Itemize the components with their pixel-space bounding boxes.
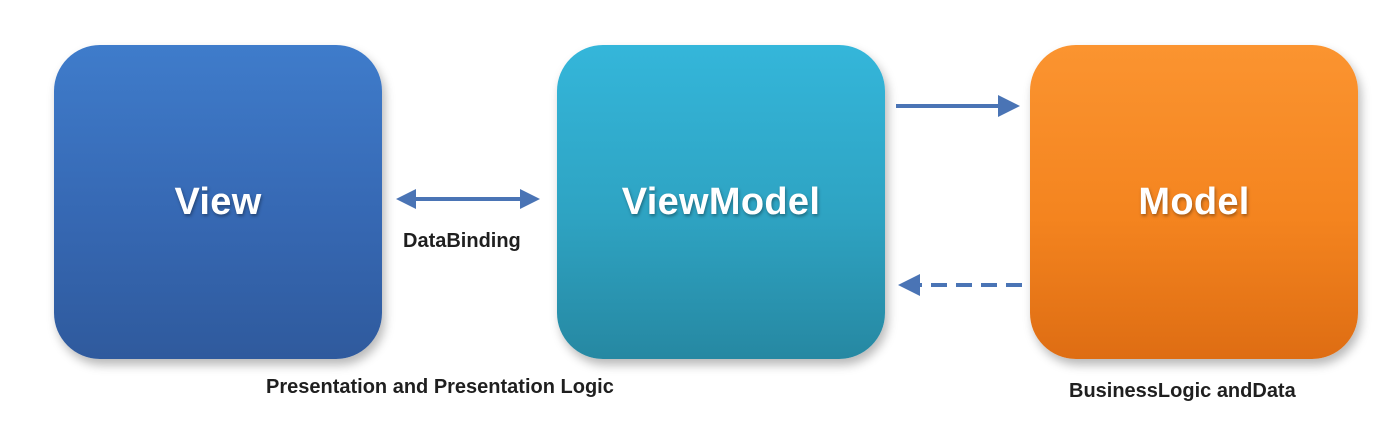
viewmodel-to-model-arrow <box>896 95 1020 117</box>
view-label: View <box>174 180 262 223</box>
model-to-viewmodel-dashed-arrow <box>898 274 1022 296</box>
model-box: Model <box>1030 45 1358 359</box>
model-label: Model <box>1138 180 1250 223</box>
databinding-arrow <box>396 189 540 209</box>
view-box: View <box>54 45 382 359</box>
business-caption: BusinessLogic andData <box>1069 380 1296 402</box>
viewmodel-box: ViewModel <box>557 45 885 359</box>
viewmodel-label: ViewModel <box>621 180 821 223</box>
databinding-caption: DataBinding <box>403 230 521 252</box>
presentation-caption: Presentation and Presentation Logic <box>266 376 614 398</box>
